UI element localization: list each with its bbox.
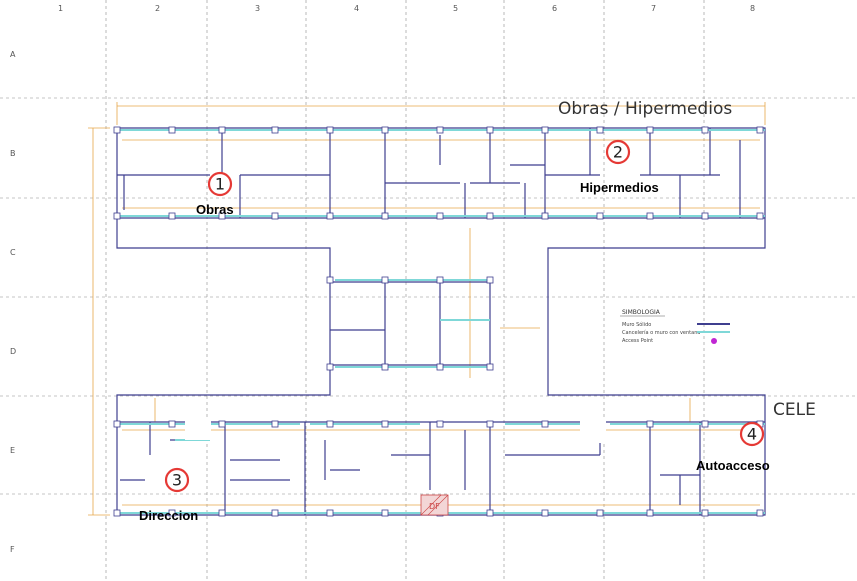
column-post [218, 509, 226, 517]
legend-item-canceleria: Cancelería o muro con ventana [622, 329, 700, 336]
column-post [168, 420, 176, 428]
column-post [271, 212, 279, 220]
column-post [541, 420, 549, 428]
column-post [486, 420, 494, 428]
column-post [541, 126, 549, 134]
column-post [326, 420, 334, 428]
column-post [113, 126, 121, 134]
column-post [381, 212, 389, 220]
dimension-lines [88, 102, 766, 516]
column-post [646, 212, 654, 220]
column-post [596, 212, 604, 220]
marker-4: 4 [739, 421, 765, 447]
marker-1: 1 [207, 171, 233, 197]
row-label: F [10, 545, 15, 554]
column-post [486, 509, 494, 517]
column-label: 8 [750, 4, 755, 13]
column-label: 4 [354, 4, 359, 13]
column-post [486, 363, 494, 371]
column-post [381, 420, 389, 428]
column-label: 7 [651, 4, 656, 13]
column-post [271, 420, 279, 428]
column-post [541, 509, 549, 517]
row-label: E [10, 446, 15, 455]
column-post [596, 126, 604, 134]
marker-number: 3 [172, 471, 182, 490]
marker-number: 2 [613, 143, 623, 162]
legend: SIMBOLOGIA Muro Sólido Cancelería o muro… [620, 309, 730, 344]
row-label: D [10, 347, 16, 356]
column-post [756, 509, 764, 517]
column-post [596, 509, 604, 517]
column-post [541, 212, 549, 220]
row-labels: A B C D E F [10, 50, 16, 554]
area-title-obras-hipermedios: Obras / Hipermedios [558, 99, 732, 119]
column-label: 5 [453, 4, 458, 13]
legend-title: SIMBOLOGIA [622, 309, 661, 316]
column-post [756, 126, 764, 134]
column-post [218, 420, 226, 428]
column-post [436, 126, 444, 134]
blank-areas [185, 160, 606, 470]
room-label-direccion: Direccion [139, 508, 198, 523]
column-post [381, 509, 389, 517]
column-post [381, 276, 389, 284]
column-post [646, 420, 654, 428]
row-label: A [10, 50, 16, 59]
column-post [168, 126, 176, 134]
column-post [436, 420, 444, 428]
column-post [436, 276, 444, 284]
column-post [381, 363, 389, 371]
column-post [436, 212, 444, 220]
column-post [218, 212, 226, 220]
column-post [326, 126, 334, 134]
column-post [326, 276, 334, 284]
row-label: B [10, 149, 16, 158]
column-post [326, 509, 334, 517]
legend-item-access-point: Access Point [622, 338, 653, 344]
column-post [113, 212, 121, 220]
column-labels: 1 2 3 4 5 6 7 8 [58, 4, 755, 13]
column-post [646, 126, 654, 134]
column-post [381, 126, 389, 134]
room-label-obras: Obras [196, 202, 234, 217]
access-point-icon [711, 338, 717, 344]
column-post [756, 212, 764, 220]
column-label: 1 [58, 4, 63, 13]
column-label: 6 [552, 4, 557, 13]
column-post [168, 509, 176, 517]
column-post [436, 363, 444, 371]
column-label: 2 [155, 4, 160, 13]
column-post [113, 509, 121, 517]
row-label: C [10, 248, 16, 257]
column-post [701, 126, 709, 134]
column-post [486, 276, 494, 284]
column-post [271, 509, 279, 517]
marker-3: 3 [164, 467, 190, 493]
df-stamp-label: DF [429, 502, 440, 511]
area-title-cele: CELE [773, 400, 816, 420]
column-post [168, 212, 176, 220]
df-stamp: DF [420, 494, 449, 516]
marker-2: 2 [605, 139, 631, 165]
column-post [271, 126, 279, 134]
marker-number: 4 [747, 425, 757, 444]
room-label-autoacceso: Autoacceso [696, 458, 770, 473]
column-label: 3 [255, 4, 260, 13]
column-post [701, 509, 709, 517]
marker-number: 1 [215, 175, 225, 194]
column-post [113, 420, 121, 428]
legend-item-muro: Muro Sólido [622, 321, 651, 328]
room-label-hipermedios: Hipermedios [580, 180, 659, 195]
column-post [486, 126, 494, 134]
column-post [486, 212, 494, 220]
column-post [701, 212, 709, 220]
column-post [218, 126, 226, 134]
column-post [326, 363, 334, 371]
column-post [646, 509, 654, 517]
column-post [326, 212, 334, 220]
column-post [701, 420, 709, 428]
